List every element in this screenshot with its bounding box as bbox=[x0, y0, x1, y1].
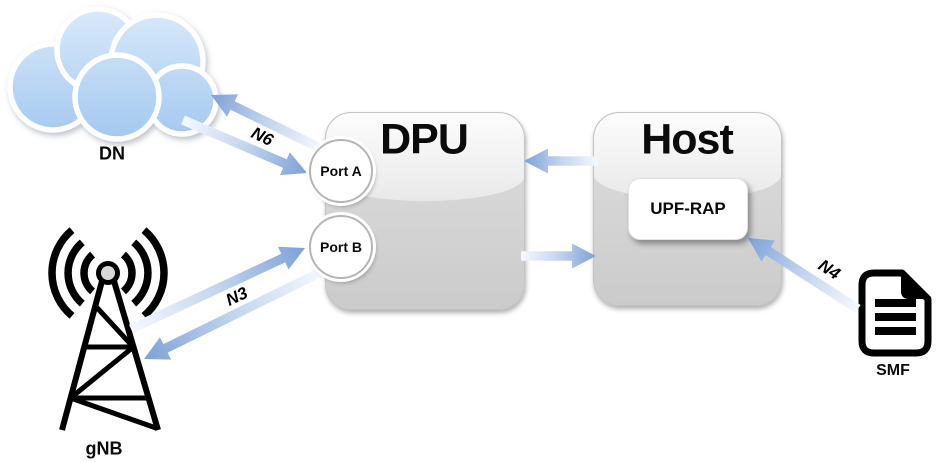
upf-rap-module: UPF-RAP bbox=[628, 178, 748, 240]
host-title: Host bbox=[641, 115, 734, 164]
antenna-tower-icon bbox=[48, 227, 168, 431]
arrow-n6-to-dn bbox=[211, 94, 325, 154]
smf-label: SMF bbox=[876, 362, 910, 379]
dpu-title: DPU bbox=[380, 115, 469, 164]
arrow-dpu-to-host bbox=[521, 243, 596, 269]
arrow-n3-to-port-b bbox=[129, 246, 305, 334]
dn-label: DN bbox=[99, 143, 125, 164]
port-a: Port A bbox=[309, 139, 373, 203]
arrow-host-to-dpu bbox=[524, 148, 598, 174]
document-icon bbox=[858, 269, 932, 357]
gnb-label: gNB bbox=[85, 438, 123, 459]
arrow-n4-smf-to-upf bbox=[748, 238, 861, 313]
port-b: Port B bbox=[309, 215, 373, 279]
arrow-n3-to-gnb bbox=[144, 266, 326, 360]
arrow-n6-to-port-a bbox=[181, 115, 307, 176]
